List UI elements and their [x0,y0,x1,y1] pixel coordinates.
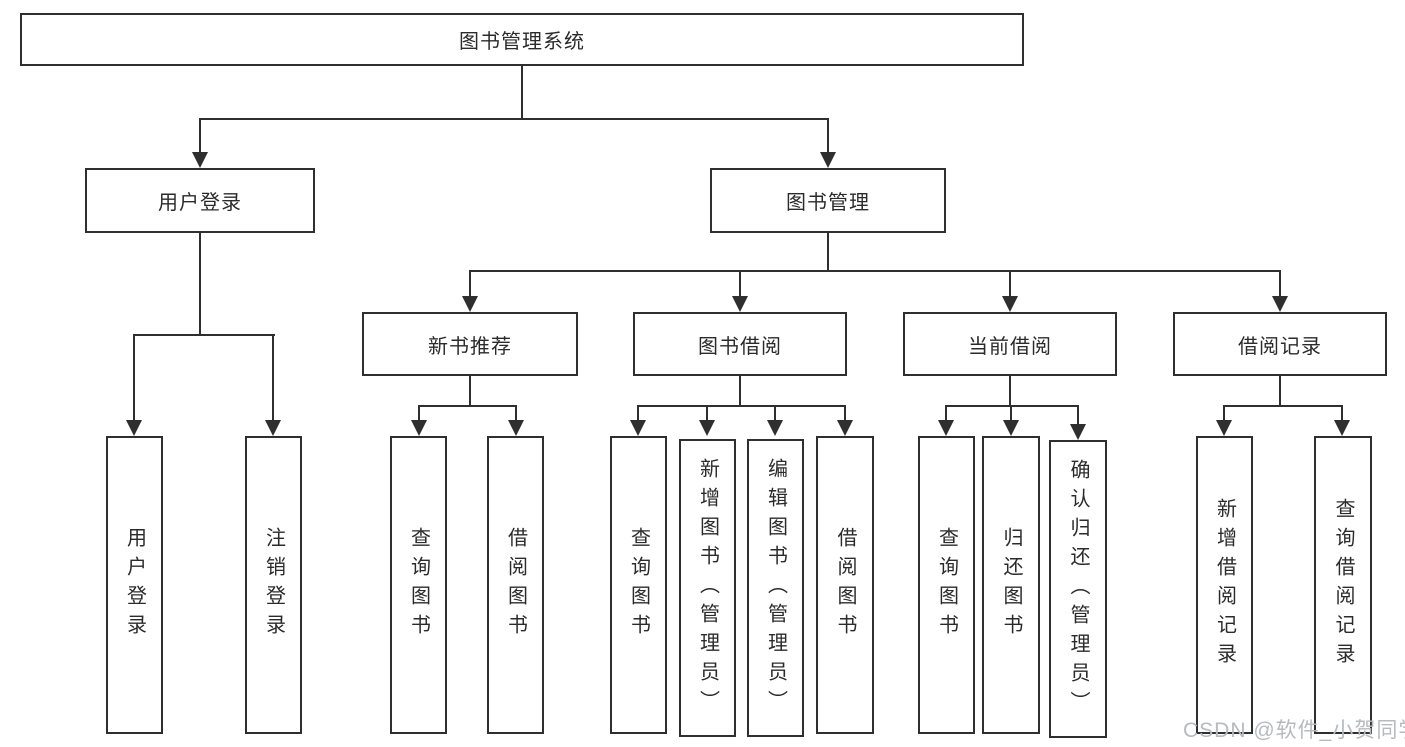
csdn-watermark: CSDN @软件_小贺同学 [1183,719,1405,742]
node-edit-book-admin: 编辑图书（管理员） [747,439,804,737]
connector-vline [133,334,135,424]
connector-vline [827,233,829,271]
node-borrowing-query-books: 查询图书 [610,436,667,734]
connector-vline [1009,376,1011,407]
arrowhead-down-icon [126,420,142,436]
arrowhead-down-icon [508,420,524,436]
arrowhead-down-icon [1216,420,1232,436]
node-book-borrowing: 图书借阅 [633,312,847,376]
connector-hline [133,334,275,336]
connector-vline [272,334,274,424]
node-borrowing-borrow-books: 借阅图书 [816,436,874,734]
arrowhead-down-icon [1272,296,1288,312]
connector-vline [1010,405,1012,424]
connector-hline [199,118,829,120]
arrowhead-down-icon [1002,296,1018,312]
connector-vline [945,405,947,424]
node-user-login: 用户登录 [85,168,315,233]
arrowhead-down-icon [699,420,715,436]
node-add-borrow-record: 新增借阅记录 [1196,436,1253,734]
connector-vline [199,233,201,336]
connector-vline [469,376,471,407]
node-logout: 注销登录 [245,436,302,734]
connector-vline [1009,270,1011,300]
connector-vline [739,376,741,407]
node-recommend-query-books: 查询图书 [390,436,447,734]
connector-hline [418,405,517,407]
connector-vline [469,270,471,300]
node-borrowing-records: 借阅记录 [1173,312,1387,376]
node-current-borrowing: 当前借阅 [903,312,1117,376]
node-query-borrow-record: 查询借阅记录 [1314,436,1372,734]
connector-vline [637,405,639,424]
arrowhead-down-icon [820,152,836,168]
arrowhead-down-icon [630,420,646,436]
connector-vline [199,118,201,156]
arrowhead-down-icon [265,420,281,436]
connector-hline [637,405,846,407]
connector-hline [1223,405,1343,407]
connector-vline [521,66,523,119]
connector-vline [827,118,829,156]
connector-vline [774,405,776,424]
arrowhead-down-icon [192,152,208,168]
connector-vline [1223,405,1225,424]
connector-vline [515,405,517,424]
arrowhead-down-icon [938,420,954,436]
node-add-book-admin: 新增图书（管理员） [679,439,736,737]
node-return-books: 归还图书 [982,436,1040,734]
node-current-query-books: 查询图书 [918,436,975,734]
connector-vline [1279,270,1281,300]
node-user-login-leaf: 用户登录 [106,436,163,734]
node-library-management-system: 图书管理系统 [20,13,1024,66]
connector-vline [418,405,420,424]
node-recommend-borrow-books: 借阅图书 [487,436,544,734]
connector-hline [945,405,1079,407]
node-confirm-return-admin: 确认归还（管理员） [1049,440,1107,738]
connector-hline [469,270,1281,272]
connector-vline [1077,405,1079,428]
arrowhead-down-icon [1070,424,1086,440]
arrowhead-down-icon [462,296,478,312]
node-new-book-recommendation: 新书推荐 [362,312,578,376]
connector-vline [739,270,741,300]
arrowhead-down-icon [1334,420,1350,436]
node-book-management: 图书管理 [710,168,946,233]
connector-vline [844,405,846,424]
connector-vline [1279,376,1281,407]
arrowhead-down-icon [767,420,783,436]
arrowhead-down-icon [837,420,853,436]
connector-vline [706,405,708,424]
arrowhead-down-icon [411,420,427,436]
arrowhead-down-icon [1003,420,1019,436]
connector-vline [1341,405,1343,424]
arrowhead-down-icon [732,296,748,312]
